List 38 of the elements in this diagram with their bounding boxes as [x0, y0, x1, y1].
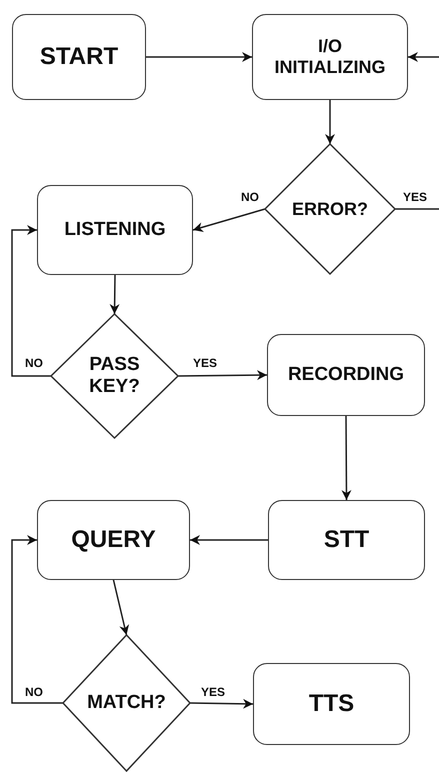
arrow — [11, 535, 63, 704]
arrow — [408, 52, 439, 62]
arrow — [341, 416, 352, 500]
arrow — [146, 52, 252, 62]
process-box — [267, 334, 425, 416]
arrow — [110, 274, 120, 314]
arrow — [325, 100, 335, 144]
decision-diamond — [265, 144, 395, 274]
process-box — [253, 663, 410, 745]
node-label: STT — [324, 526, 370, 554]
edge-label: NO — [240, 190, 260, 204]
node-label: TTS — [308, 690, 354, 718]
arrow — [190, 535, 268, 545]
arrow — [112, 580, 130, 636]
node-label: RECORDING — [288, 364, 404, 386]
decision-diamond — [63, 635, 190, 771]
process-box — [268, 500, 425, 580]
arrow — [190, 698, 254, 709]
node-label: ERROR? — [292, 198, 368, 220]
arrow — [11, 225, 51, 377]
edge-label: NO — [24, 685, 44, 699]
edge-label: YES — [200, 685, 226, 699]
process-box — [37, 500, 190, 580]
process-box — [12, 14, 146, 100]
edge-label: YES — [402, 190, 428, 204]
arrow — [192, 208, 266, 232]
node-label: START — [40, 43, 118, 71]
edge-label: YES — [192, 356, 218, 370]
node-label: I/O INITIALIZING — [274, 36, 386, 78]
process-box — [37, 185, 193, 275]
node-label: QUERY — [71, 526, 156, 554]
node-label: LISTENING — [64, 219, 166, 241]
arrow — [178, 370, 267, 380]
decision-diamond — [51, 314, 178, 438]
process-box — [252, 14, 408, 100]
node-label: PASS KEY? — [88, 354, 141, 398]
node-label: MATCH? — [87, 692, 166, 714]
edge-label: NO — [24, 356, 44, 370]
